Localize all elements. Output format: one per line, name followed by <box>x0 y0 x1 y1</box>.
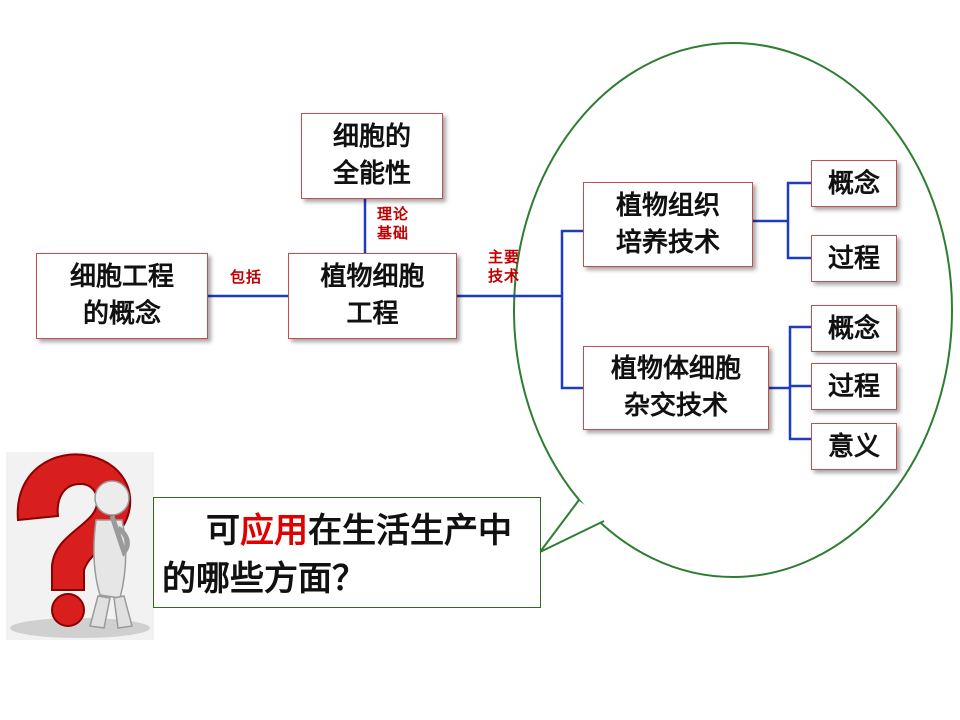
node-cell-engineering-concept: 细胞工程 的概念 <box>36 253 208 339</box>
edge-label-main-tech: 主要 技术 <box>488 248 521 285</box>
leaf-tc-concept: 概念 <box>811 160 897 207</box>
node-plant-cell-engineering: 植物细胞 工程 <box>288 253 457 339</box>
edge-label-theory-basis: 理论 基础 <box>377 205 410 242</box>
connectors <box>208 181 811 441</box>
node-somatic-hybridization: 植物体细胞 杂交技术 <box>583 346 769 430</box>
leaf-hy-concept: 概念 <box>811 305 897 352</box>
question-highlight: 应用 <box>240 511 308 551</box>
leaf-label: 意义 <box>827 431 880 462</box>
node-label: 植物细胞 工程 <box>320 262 425 329</box>
edge-label-includes: 包括 <box>230 268 263 286</box>
connector-trunk <box>560 229 583 390</box>
question-part-2: 在生活生产中的哪些方面？ <box>162 511 512 599</box>
question-part-1: 可 <box>206 511 240 551</box>
leaf-label: 概念 <box>827 168 880 199</box>
question-box <box>153 497 541 608</box>
leaf-hy-process: 过程 <box>811 363 897 410</box>
node-label: 细胞的 全能性 <box>332 122 411 189</box>
leaf-label: 过程 <box>827 371 880 402</box>
leaf-hy-significance: 意义 <box>811 423 897 470</box>
node-label: 植物组织 培养技术 <box>615 190 720 258</box>
connector-hy-branch <box>788 325 811 441</box>
question-text: 可应用在生活生产中的哪些方面？ <box>162 507 532 603</box>
connector-tc-branch <box>786 181 811 260</box>
node-totipotency: 细胞的 全能性 <box>301 113 443 199</box>
node-tissue-culture: 植物组织 培养技术 <box>583 182 753 267</box>
node-label: 植物体细胞 杂交技术 <box>610 354 741 421</box>
leaf-label: 概念 <box>827 313 880 344</box>
thought-bubble <box>513 42 953 578</box>
leaf-label: 过程 <box>827 243 880 274</box>
node-label: 细胞工程 的概念 <box>69 262 174 329</box>
bubble-tail <box>539 499 605 553</box>
leaf-tc-process: 过程 <box>811 235 897 282</box>
thinking-person-question-mark-icon <box>6 452 154 640</box>
